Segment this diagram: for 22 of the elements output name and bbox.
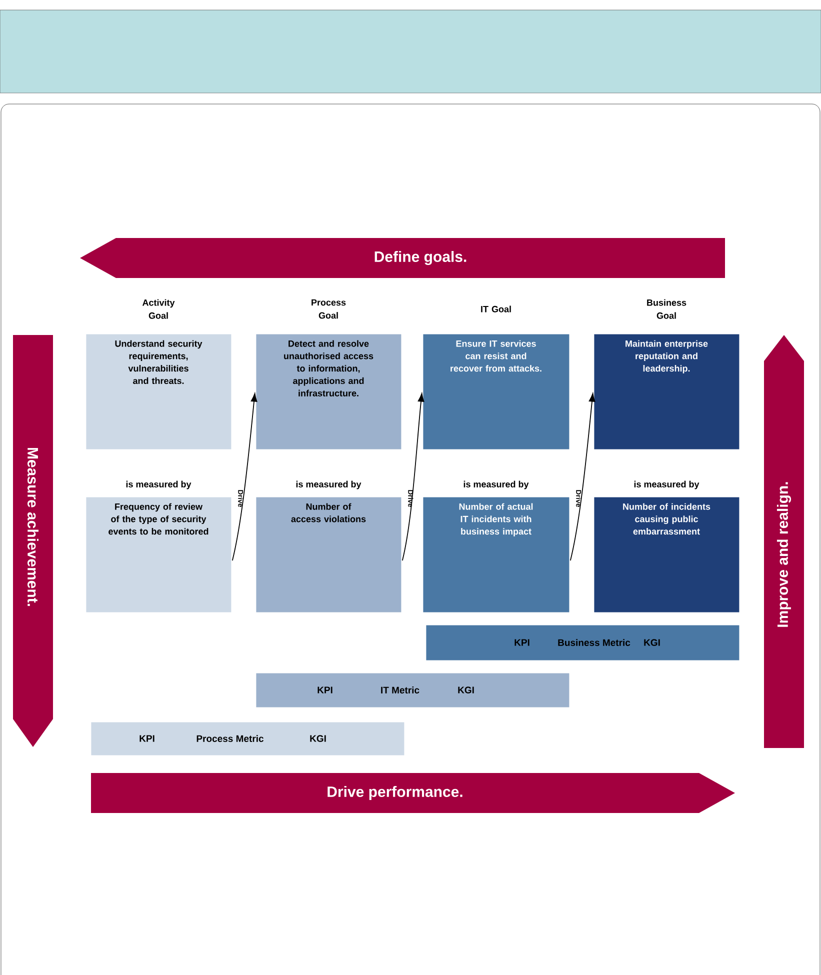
measured-by-label: is measured by: [464, 480, 529, 490]
goal-box: Maintain enterprise reputation and leadership.: [594, 334, 740, 450]
measured-by-label: is measured by: [296, 480, 362, 490]
column-heading: IT Goal: [481, 306, 511, 312]
arrow: [570, 393, 596, 561]
measured-by-label: is measured by: [634, 480, 700, 490]
column-heading: Activity Goal: [142, 299, 175, 319]
metric-box: Number of actual IT incidents with business impact: [423, 497, 570, 612]
metric-bar: KPI Business Metric KGI: [426, 625, 740, 660]
metric-bar: KPI IT Metric KGI: [256, 673, 570, 708]
column-heading: Process Goal: [312, 299, 346, 319]
arrow: [402, 393, 424, 561]
measured-by-label: is measured by: [126, 480, 192, 490]
metric-bar: KPI Process Metric KGI: [91, 722, 404, 756]
column-heading: Business Goal: [647, 299, 686, 319]
metric-box: Frequency of review of the type of security events to be monitored: [86, 497, 232, 612]
metric-box: Number of access violations: [256, 497, 402, 612]
goal-box: Ensure IT services can resist and recover from attacks.: [423, 334, 570, 450]
metric-box: Number of incidents causing public embarrassment: [594, 497, 740, 612]
goal-box: Understand security requirements, vulnerabilities and threats.: [86, 334, 232, 450]
arrow: [232, 393, 258, 561]
goal-box: Detect and resolve unauthorised access to information, applications and infrastructure.: [256, 334, 402, 450]
